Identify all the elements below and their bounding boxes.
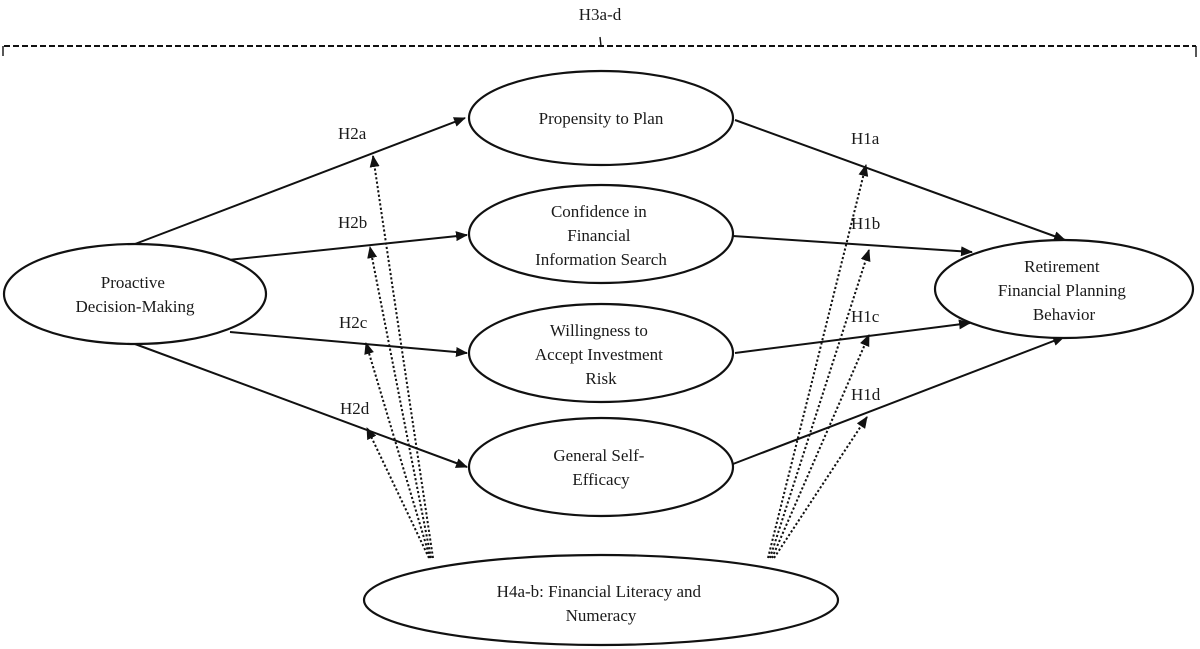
node-line: H4a-b: Financial Literacy and	[497, 582, 702, 601]
svg-text:Propensity to Plan: Propensity to Plan	[539, 109, 664, 128]
node-line: Propensity to Plan	[539, 109, 664, 128]
node-confidence-financial-info-search: Confidence in Financial Information Sear…	[467, 183, 735, 285]
node-line: Numeracy	[566, 606, 637, 625]
moderation-h2c	[364, 342, 431, 559]
node-line: Willingness to	[550, 321, 648, 340]
node-proactive-decision-making: Proactive Decision-Making	[2, 242, 268, 346]
svg-text:General Self- Efficacy: General Self- Efficacy	[553, 446, 648, 489]
node-line: General Self-	[553, 446, 644, 465]
node-line: Financial Planning	[998, 281, 1126, 300]
label-h2b: H2b	[338, 213, 367, 232]
svg-text:Retirement Financial Pla: Retirement Financial Planning Behavior	[998, 257, 1130, 324]
node-line: Efficacy	[572, 470, 630, 489]
node-line: Information Search	[535, 250, 667, 269]
node-line: Confidence in	[551, 202, 647, 221]
path-h1d	[732, 336, 1065, 465]
moderation-h1a	[767, 164, 869, 559]
moderation-h2b	[367, 246, 432, 559]
node-line: Proactive	[101, 273, 165, 292]
svg-text:Proactive Decision-Makin: Proactive Decision-Making	[76, 273, 195, 316]
node-line: Decision-Making	[76, 297, 195, 316]
path-lines	[134, 117, 1066, 468]
node-line: Retirement	[1024, 257, 1100, 276]
svg-text:Willingness to Accept In: Willingness to Accept Investment Risk	[535, 321, 667, 388]
path-h1c	[734, 319, 971, 354]
node-financial-literacy-numeracy: H4a-b: Financial Literacy and Numeracy	[362, 553, 840, 647]
label-h1d: H1d	[851, 385, 881, 404]
node-line: Behavior	[1033, 305, 1096, 324]
node-general-self-efficacy: General Self- Efficacy	[467, 416, 735, 518]
moderation-lines	[364, 155, 871, 559]
svg-text:Confidence in Financial: Confidence in Financial Information Sear…	[535, 202, 667, 269]
svg-text:H4a-b: Financial Literacy and: H4a-b: Financial Literacy and Numeracy	[497, 582, 706, 625]
node-propensity-to-plan: Propensity to Plan	[467, 69, 735, 167]
moderation-h1d	[773, 416, 868, 559]
path-labels: H2a H2b H2c H2d H1a H1b H1c H1d	[338, 124, 881, 418]
node-line: Risk	[585, 369, 617, 388]
path-h2c	[229, 331, 468, 358]
node-line: Accept Investment	[535, 345, 663, 364]
moderation-h2d	[366, 427, 430, 559]
node-retirement-financial-planning-behavior: Retirement Financial Planning Behavior	[933, 238, 1195, 340]
label-h1a: H1a	[851, 129, 880, 148]
h3-bracket: H3a-d	[2, 5, 1197, 57]
path-h2d	[134, 343, 468, 468]
label-h1b: H1b	[851, 214, 880, 233]
path-h2a	[134, 117, 466, 245]
bracket-label: H3a-d	[579, 5, 622, 24]
moderation-h1b	[769, 249, 871, 559]
node-line: Financial	[567, 226, 631, 245]
label-h2a: H2a	[338, 124, 367, 143]
moderation-h2a	[369, 155, 434, 559]
path-h1b	[732, 235, 973, 257]
label-h2d: H2d	[340, 399, 370, 418]
path-h1a	[734, 119, 1066, 241]
path-h2b	[227, 231, 468, 261]
label-h1c: H1c	[851, 307, 880, 326]
label-h2c: H2c	[339, 313, 368, 332]
moderation-h1c	[771, 334, 870, 559]
node-willingness-investment-risk: Willingness to Accept Investment Risk	[467, 302, 735, 404]
